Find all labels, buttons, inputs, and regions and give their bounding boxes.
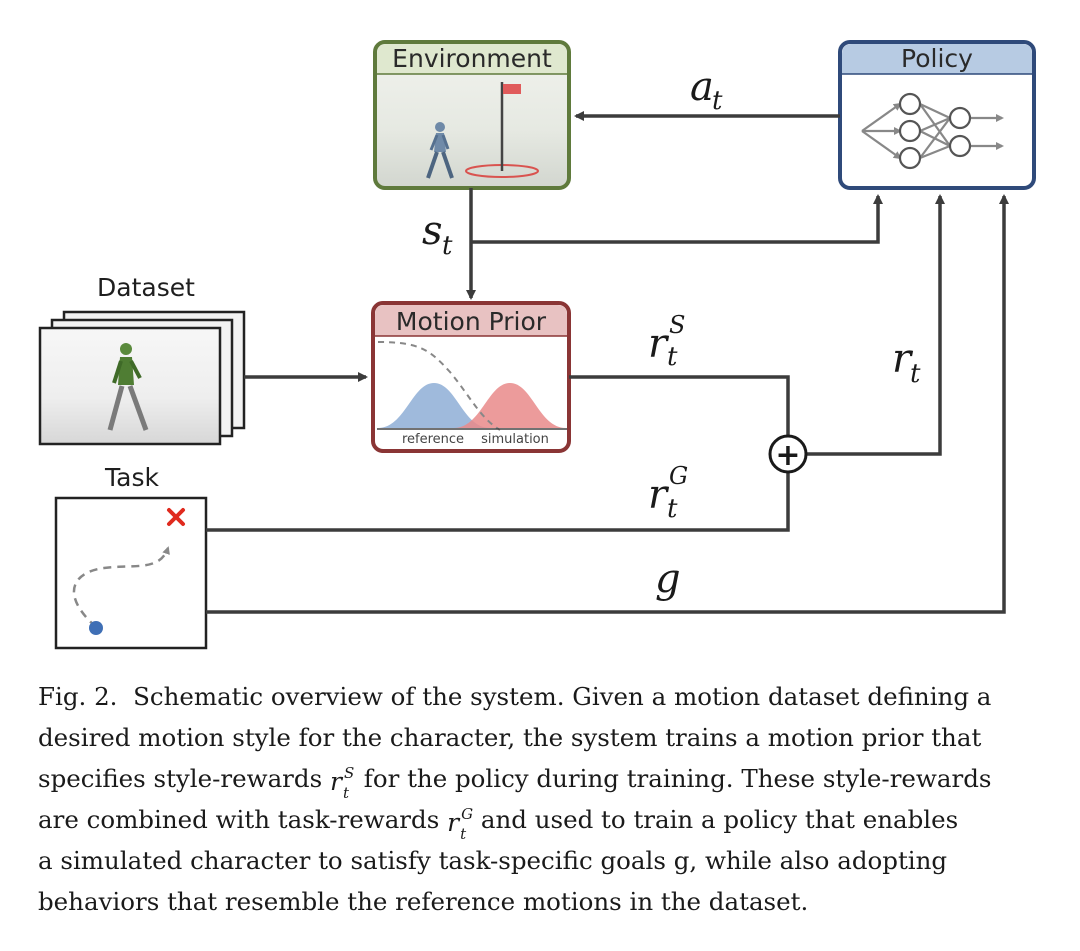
caption-line-1: Fig. 2. Schematic overview of the system… (38, 682, 992, 711)
task-path-dashed (72, 546, 170, 628)
policy-node: Policy (838, 40, 1036, 190)
state-to-policy-arrow (471, 194, 883, 244)
svg-text:a: a (690, 64, 714, 110)
motion-prior-title: Motion Prior (396, 307, 547, 336)
combined-reward-label: r t (892, 336, 921, 389)
svg-text:r: r (648, 472, 670, 518)
sum-node: + (768, 434, 808, 474)
task-node: Task (54, 463, 208, 650)
svg-text:t: t (667, 494, 678, 524)
policy-header (842, 44, 1032, 74)
figure-caption: Fig. 2. Schematic overview of the system… (38, 676, 1048, 922)
neural-network-icon (861, 92, 1004, 170)
discriminator-dashed-curve (377, 341, 501, 431)
simulation-distribution-curve (454, 383, 566, 428)
svg-text:t: t (442, 231, 453, 261)
flag-icon (503, 84, 521, 94)
policy-title: Policy (901, 44, 973, 73)
svg-text:r: r (892, 336, 914, 382)
task-reward-label: r G t (648, 462, 688, 524)
action-label: a t (690, 64, 723, 116)
reference-distribution-curve (378, 383, 490, 428)
motion-prior-header (375, 305, 567, 336)
sum-symbol: + (775, 438, 800, 473)
task-title: Task (104, 463, 159, 492)
caption-fig-label: Fig. 2. (38, 682, 118, 711)
goal-label: g (655, 556, 681, 602)
svg-text:s: s (422, 208, 443, 254)
goal-cross-icon (167, 508, 185, 526)
style-reward-line (569, 375, 790, 436)
environment-node: Environment (373, 40, 571, 190)
combined-reward-arrow (806, 194, 945, 456)
dataset-node: Dataset (38, 273, 246, 446)
reference-label: reference (402, 432, 464, 447)
dataset-title: Dataset (97, 273, 195, 302)
environment-title: Environment (392, 44, 552, 73)
svg-text:S: S (669, 311, 685, 339)
system-diagram: Environment Policy (38, 40, 1036, 650)
svg-text:g: g (655, 556, 681, 602)
svg-text:r: r (648, 321, 670, 367)
environment-header (377, 44, 567, 74)
environment-scene-picture (426, 82, 539, 179)
connectors (206, 111, 1009, 614)
character-picture (107, 343, 149, 431)
start-position-icon (89, 621, 103, 635)
caption-line-2: desired motion style for the character, … (38, 723, 982, 752)
simulation-label: simulation (481, 432, 549, 447)
task-reward-line (206, 472, 790, 532)
state-label: s t (422, 208, 453, 261)
svg-text:t: t (667, 342, 678, 372)
caption-line-6: behaviors that resemble the reference mo… (38, 887, 809, 916)
style-reward-label: r S t (648, 311, 685, 372)
svg-text:G: G (669, 462, 688, 490)
caption-line-5: a simulated character to satisfy task-sp… (38, 846, 948, 875)
svg-text:t: t (910, 359, 921, 389)
task-frame (54, 496, 208, 650)
svg-text:t: t (712, 86, 723, 116)
motion-prior-node: Motion Prior reference simulation (371, 301, 571, 453)
goal-arrow (206, 194, 1009, 614)
